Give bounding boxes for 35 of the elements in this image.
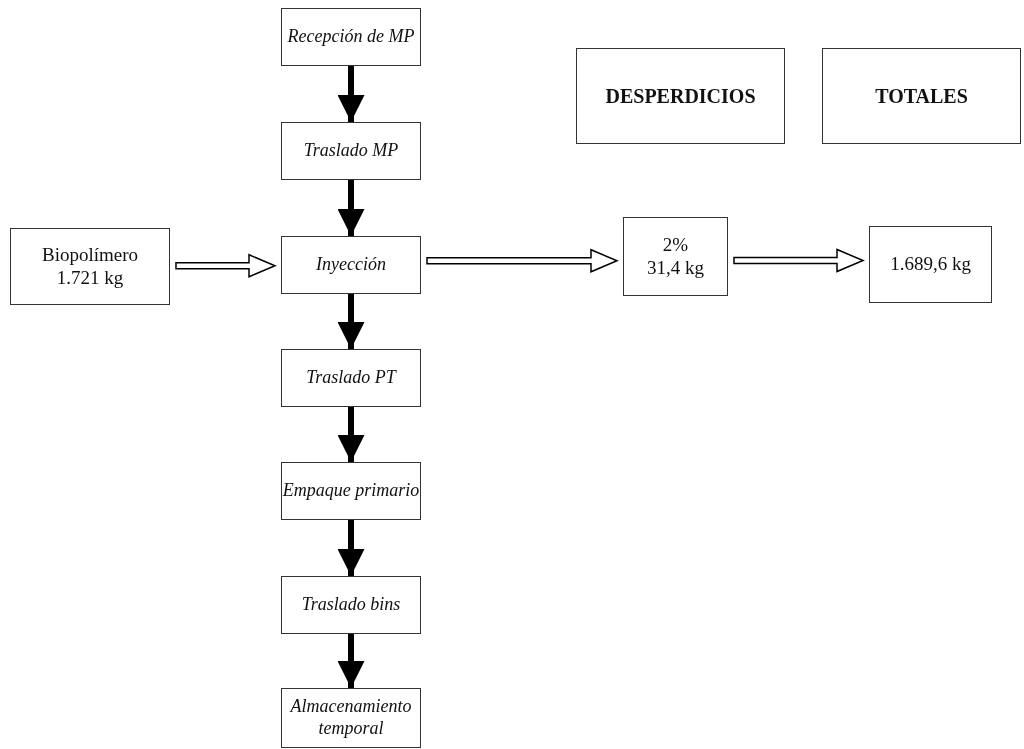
header-box xyxy=(822,48,1021,144)
quantity-box xyxy=(869,226,992,303)
quantity-label: 1.721 kg xyxy=(56,266,124,290)
process-box xyxy=(281,122,421,180)
process-label: Traslado MP xyxy=(303,140,399,162)
hollow-arrow xyxy=(426,248,619,273)
process-label: Recepción de MP xyxy=(287,26,415,48)
column-heading: TOTALES xyxy=(875,84,968,108)
process-label: Traslado bins xyxy=(301,594,401,616)
quantity-label: 31,4 kg xyxy=(647,256,704,280)
quantity-box xyxy=(623,217,728,296)
flow-arrow xyxy=(337,520,365,576)
flow-arrow xyxy=(337,180,365,236)
flow-arrow xyxy=(337,66,365,122)
process-label: Traslado PT xyxy=(306,367,396,389)
flow-arrow xyxy=(337,634,365,688)
quantity-label: 1.689,6 kg xyxy=(890,253,971,276)
quantity-label: Biopolímero xyxy=(41,243,139,267)
process-label: Almacenamiento temporal xyxy=(288,696,413,740)
process-box xyxy=(281,462,421,520)
process-box xyxy=(281,8,421,66)
flow-arrow xyxy=(337,294,365,349)
hollow-arrow xyxy=(733,248,865,273)
header-box xyxy=(576,48,785,144)
process-label: Empaque primario xyxy=(282,480,420,502)
quantity-box xyxy=(10,228,170,305)
hollow-arrow xyxy=(175,253,277,278)
process-box xyxy=(281,236,421,294)
column-heading: DESPERDICIOS xyxy=(605,84,756,108)
process-box xyxy=(281,688,421,748)
flow-arrow xyxy=(337,407,365,462)
process-label: Inyección xyxy=(316,254,386,276)
quantity-label: 2% xyxy=(662,233,689,257)
process-box xyxy=(281,349,421,407)
process-box xyxy=(281,576,421,634)
